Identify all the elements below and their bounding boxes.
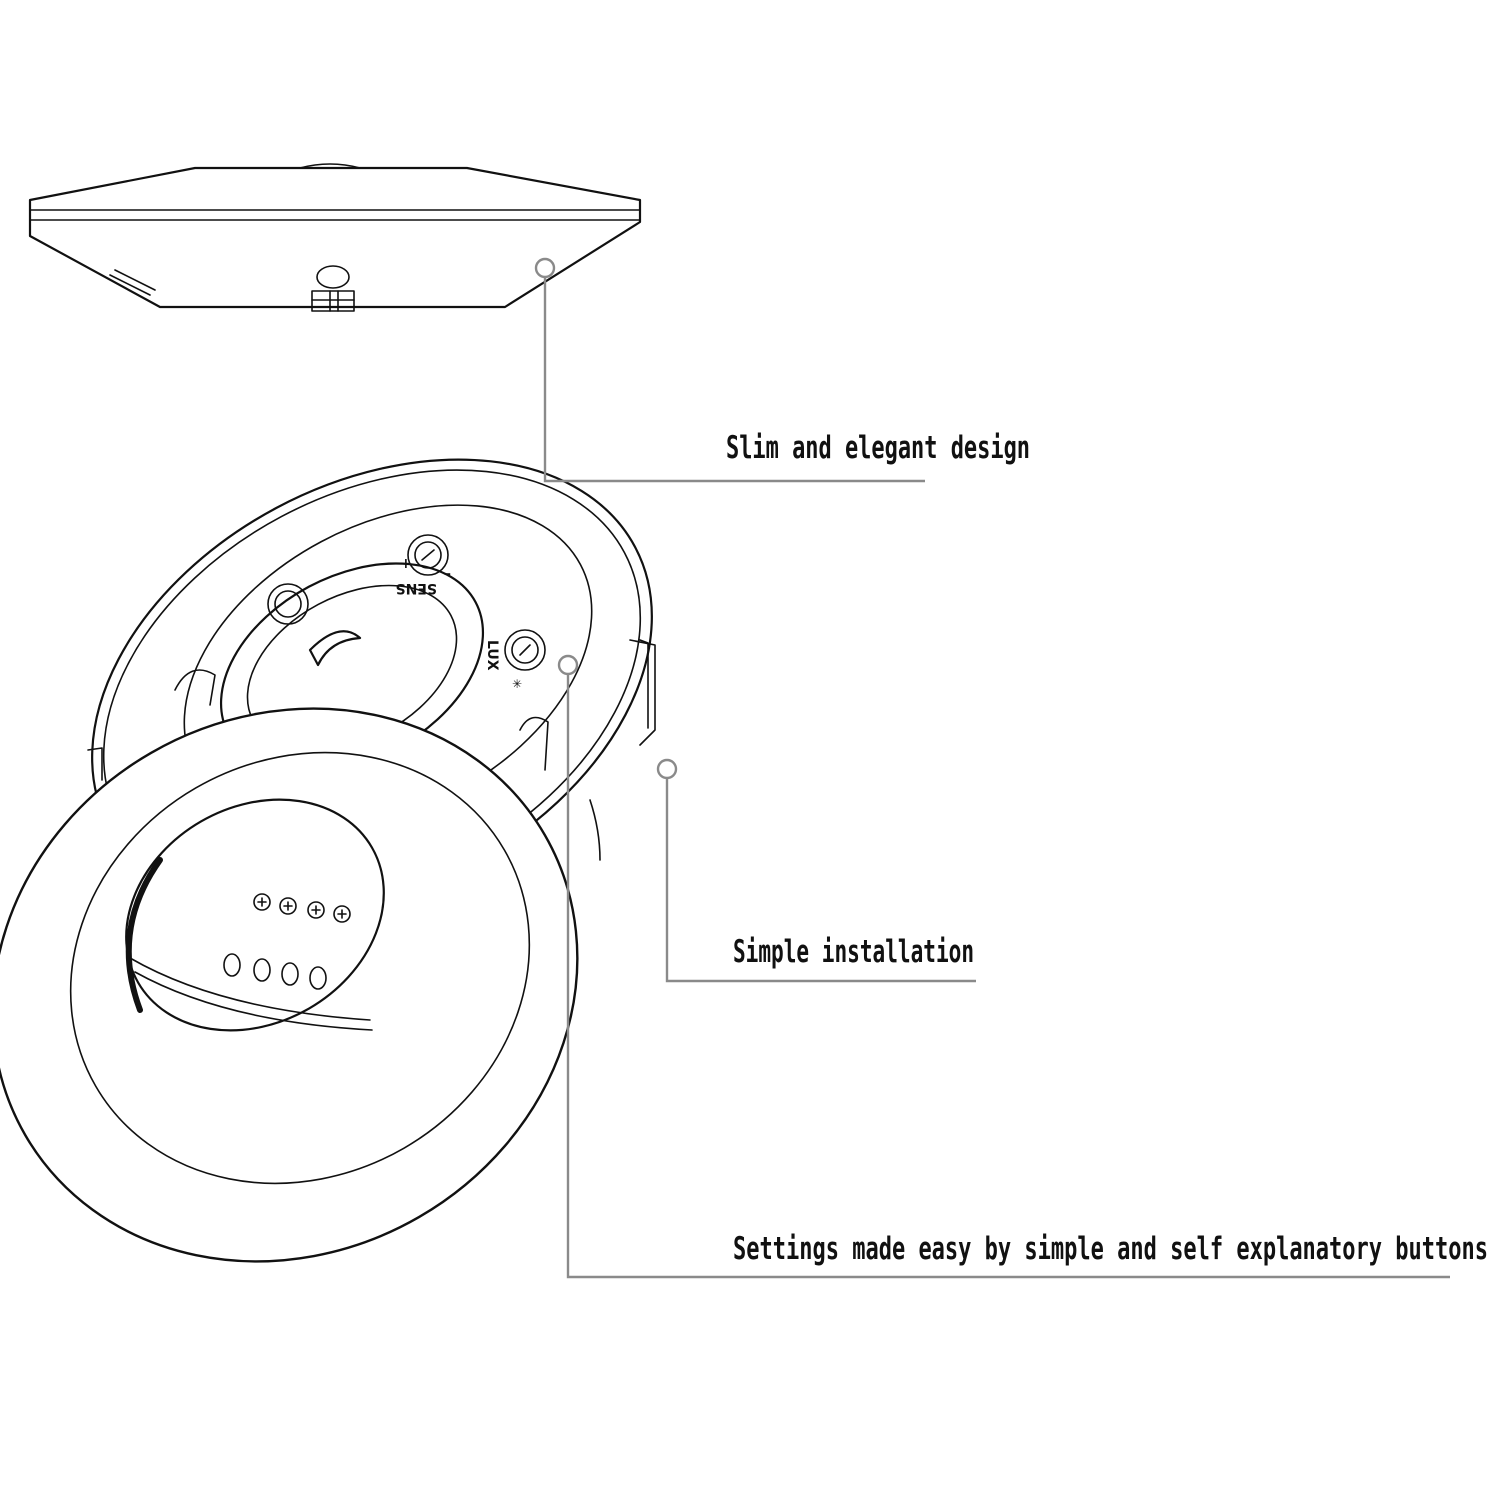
svg-text:+: + [400, 556, 412, 572]
callout-design: Slim and elegant design [726, 430, 1030, 466]
sensor-side-view [28, 163, 642, 312]
leader-design [534, 257, 925, 483]
callout-settings: Settings made easy by simple and self ex… [733, 1231, 1488, 1267]
lux-label: LUX [484, 640, 500, 671]
sens-dial: + – SENS [396, 534, 451, 596]
leader-settings [557, 654, 1450, 1279]
terminal-slots [223, 953, 327, 990]
front-cover [0, 707, 579, 1263]
terminal-screws [253, 893, 351, 923]
callout-installation: Simple installation [733, 934, 974, 970]
leader-installation [656, 758, 976, 983]
lux-dial: LUX ✳ [484, 629, 546, 691]
svg-text:✳: ✳ [512, 677, 522, 691]
svg-text:–: – [444, 566, 451, 582]
sens-label: SENS [396, 580, 437, 596]
